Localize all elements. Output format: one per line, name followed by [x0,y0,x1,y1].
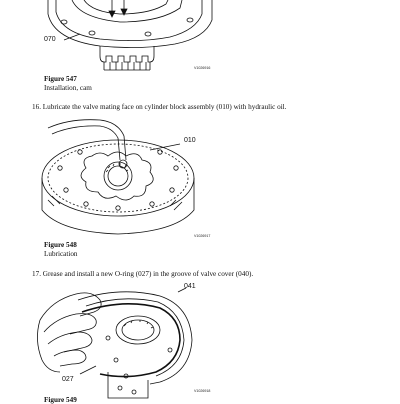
image-id: V1026917 [194,234,211,238]
figure-caption-label: Figure 549 [44,396,77,404]
callout-label: 027 [62,376,74,383]
figure-caption-label: Figure 548 [44,241,77,249]
instruction-step: 16. Lubricate the valve mating face on c… [32,103,287,111]
image-id: V1026916 [194,66,211,70]
callout-label: 070 [44,36,56,43]
image-id: V1026918 [194,389,211,393]
instruction-step: 17. Grease and install a new O-ring (027… [32,270,254,278]
figure-caption-text: Installation, cam [44,84,92,92]
figure-caption-label: Figure 547 [44,75,77,83]
figure-caption-text: Lubrication [44,250,78,258]
callout-label: 041 [184,283,196,290]
callout-label: 010 [184,137,196,144]
